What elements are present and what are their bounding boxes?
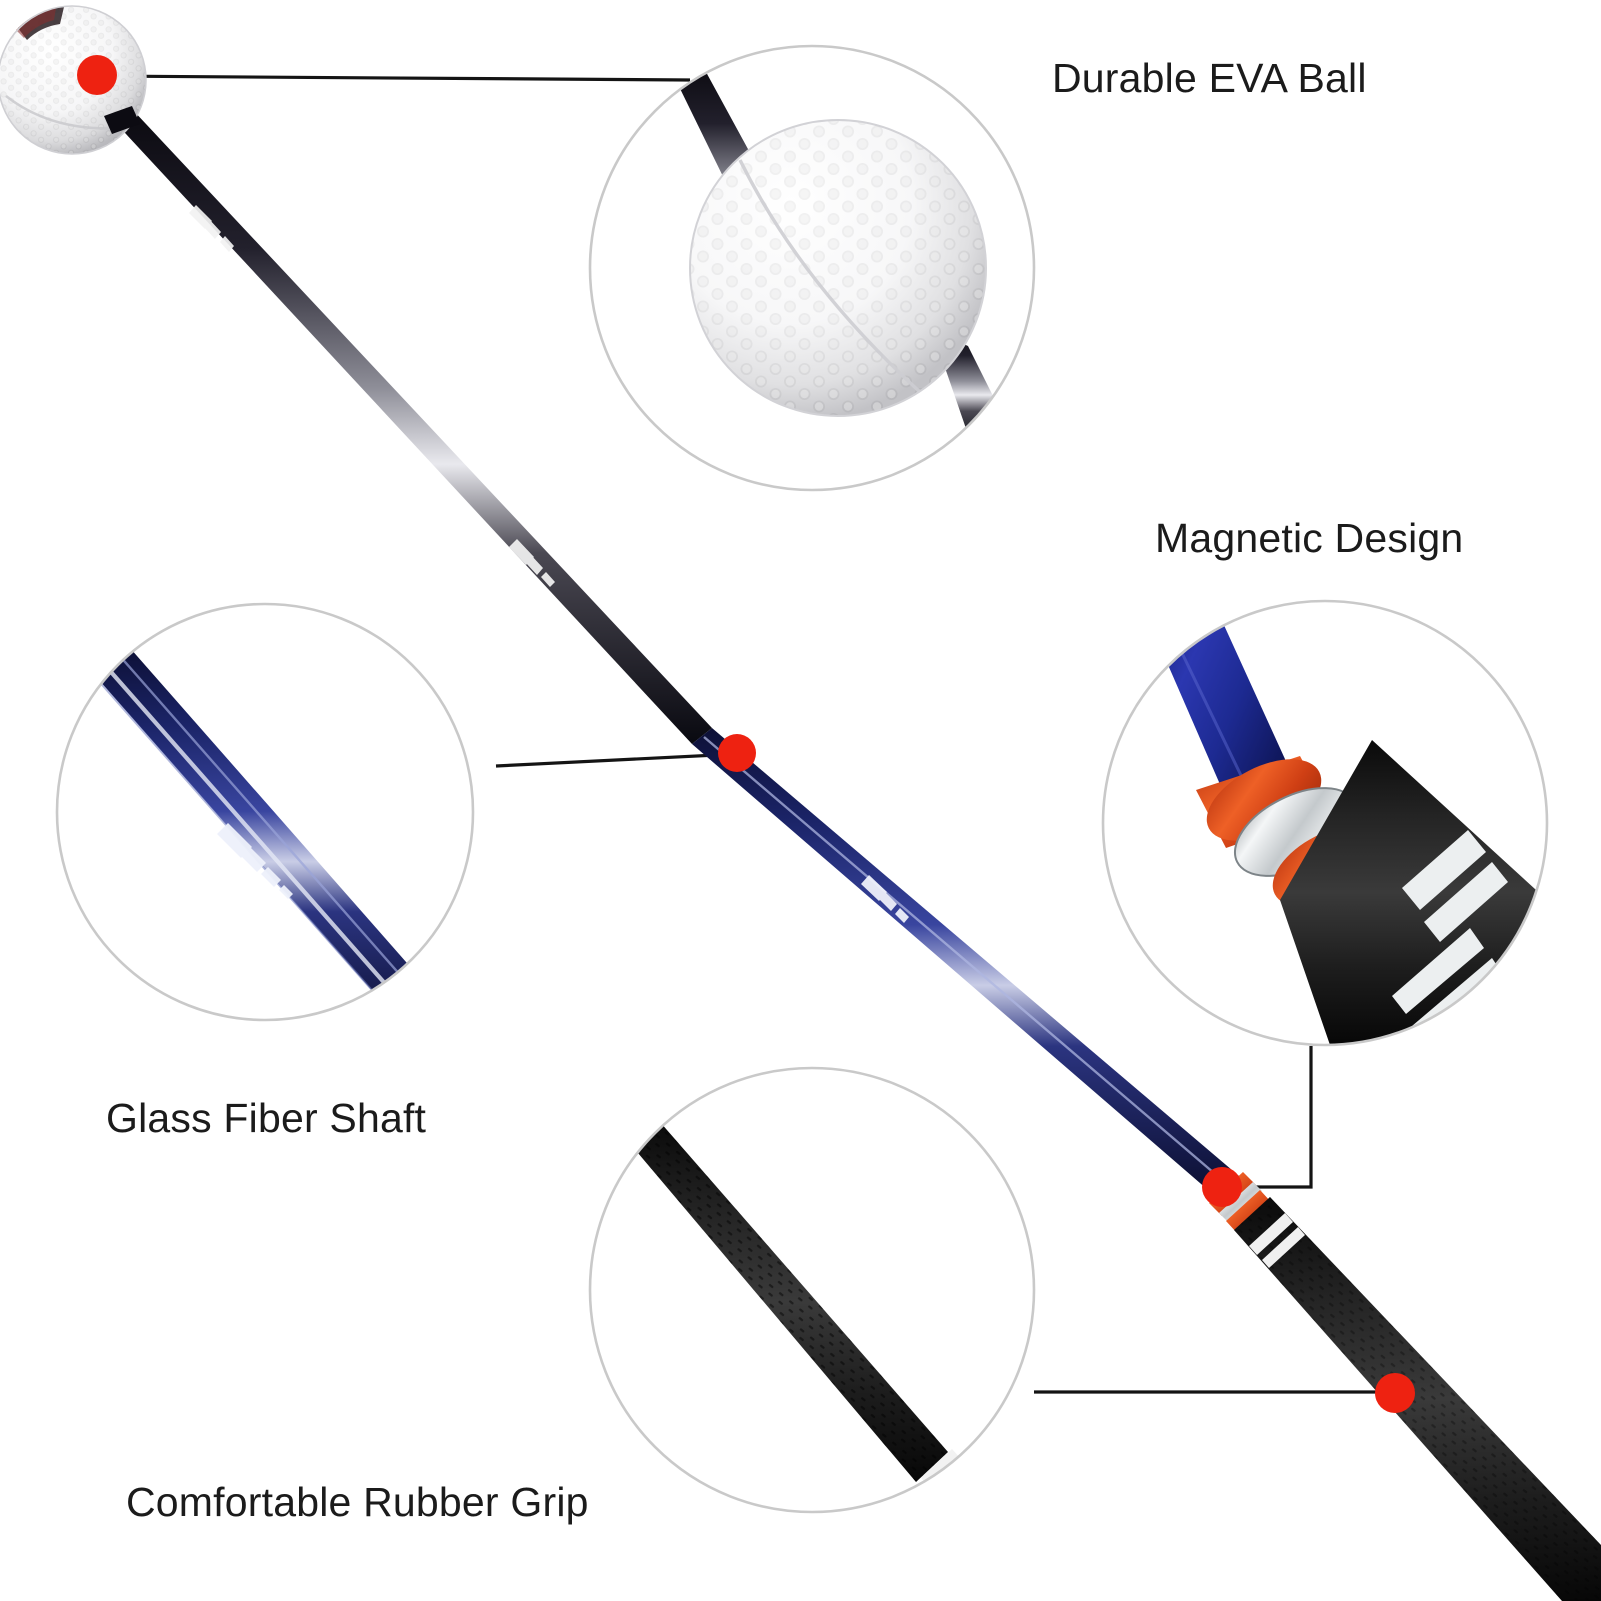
ball-seam-line xyxy=(5,94,121,130)
marker-dot-glass-fiber-shaft[interactable] xyxy=(718,734,756,772)
callout-ring-rubber-grip xyxy=(588,1066,1036,1514)
club-golf-ball xyxy=(0,5,147,155)
callout-label-glass-fiber-shaft: Glass Fiber Shaft xyxy=(106,1095,427,1141)
shaft-zoom-body xyxy=(92,648,450,1020)
club-rubber-grip xyxy=(1234,1197,1601,1601)
mag-zoom-blue-shaft xyxy=(1152,612,1300,812)
callout-ring-glass-fiber-shaft xyxy=(55,602,475,1022)
callout-glass-fiber-shaft xyxy=(55,602,475,1022)
callout-ring-eva-ball xyxy=(588,44,1036,492)
callout-rubber-grip xyxy=(588,1066,1036,1514)
blue-shaft-branding xyxy=(861,875,909,923)
leader-line-magnetic-design xyxy=(1222,1046,1313,1189)
marker-dot-eva-ball[interactable] xyxy=(77,55,117,95)
marker-dot-rubber-grip[interactable] xyxy=(1375,1373,1415,1413)
callout-label-eva-ball: Durable EVA Ball xyxy=(1052,55,1367,101)
callout-ring-magnetic-design xyxy=(1101,599,1549,1047)
leader-line-glass-fiber-shaft xyxy=(495,752,738,768)
marker-dot-magnetic-design[interactable] xyxy=(1202,1167,1242,1207)
shaft-zoom-branding xyxy=(217,823,293,899)
callout-label-rubber-grip: Comfortable Rubber Grip xyxy=(126,1479,589,1525)
callout-magnetic-design xyxy=(1101,599,1549,1047)
golf-club-product xyxy=(0,5,1601,1601)
ball-shaft-ferrule xyxy=(104,106,140,134)
club-shaft-tip-section xyxy=(113,108,712,744)
grip-white-bands xyxy=(1249,1213,1305,1268)
grip-zoom-band-3 xyxy=(945,1476,983,1512)
shaft-branding-marks xyxy=(189,205,555,587)
club-shaft-blue-section xyxy=(692,728,1239,1196)
marker-dots xyxy=(77,55,1415,1413)
callout-eva-ball xyxy=(588,44,1036,492)
eva-zoom-seam xyxy=(738,159,922,394)
callout-label-magnetic-design: Magnetic Design xyxy=(1155,515,1464,561)
leader-line-eva-ball xyxy=(96,74,691,82)
